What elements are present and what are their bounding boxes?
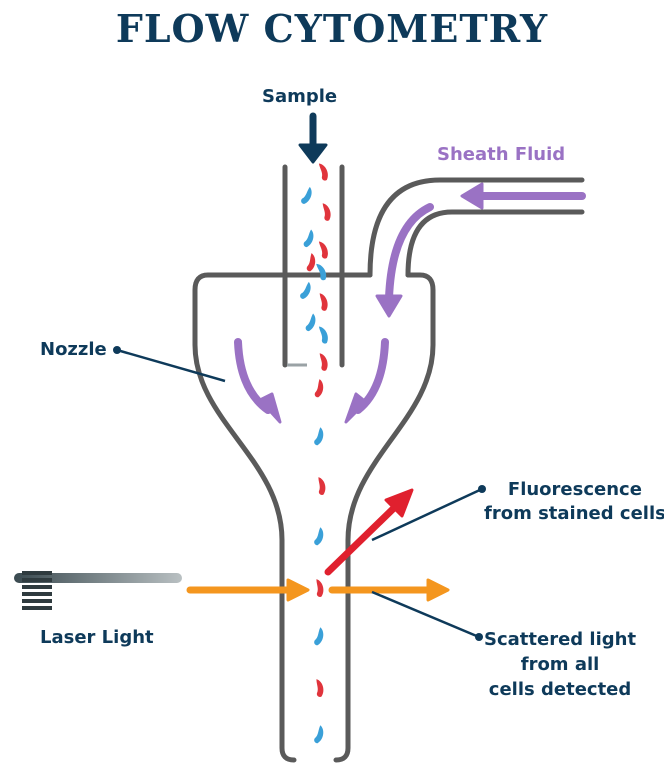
blue-cell bbox=[314, 627, 324, 646]
scattered-light-label-line: cells detected bbox=[488, 679, 632, 700]
red-cell bbox=[318, 163, 328, 181]
scattered-light-label-line: Scattered light bbox=[484, 629, 637, 650]
cell-stream bbox=[300, 163, 331, 744]
red-cell bbox=[319, 353, 328, 371]
scattered-light-callout bbox=[371, 590, 483, 641]
sheath-pipe-outer bbox=[367, 177, 585, 278]
sheath-fluid-label: Sheath Fluid bbox=[437, 144, 566, 165]
sheath-arrow-right bbox=[344, 338, 389, 424]
blue-cell bbox=[314, 725, 324, 744]
laser-beam-arrow bbox=[186, 578, 310, 602]
blue-cell bbox=[301, 186, 312, 205]
nozzle-callout bbox=[113, 346, 226, 383]
blue-cell bbox=[316, 263, 327, 281]
laser-light-label: Laser Light bbox=[40, 627, 154, 648]
red-cell bbox=[322, 203, 331, 221]
nozzle-outline-right bbox=[333, 272, 436, 763]
red-cell bbox=[306, 253, 316, 272]
sheath-arrow-left bbox=[234, 338, 282, 424]
red-cell bbox=[319, 293, 328, 311]
red-cell bbox=[314, 379, 324, 398]
blue-cell bbox=[314, 427, 324, 446]
laser-emitter-icon bbox=[14, 571, 182, 610]
blue-cell bbox=[303, 229, 314, 248]
fluorescence-label: Fluorescence from stained cells bbox=[484, 478, 664, 526]
fluorescence-arrow bbox=[324, 488, 414, 576]
nozzle-label: Nozzle bbox=[40, 339, 107, 360]
blue-cell bbox=[318, 326, 328, 344]
red-cell bbox=[316, 679, 324, 698]
red-cell bbox=[318, 477, 326, 496]
red-cell bbox=[318, 241, 328, 259]
red-cell bbox=[316, 579, 324, 598]
blue-cell bbox=[305, 313, 316, 332]
sample-arrow-icon bbox=[298, 112, 328, 164]
scattered-light-label-line: from all bbox=[520, 654, 600, 675]
blue-cell bbox=[314, 527, 324, 546]
scattered-light-arrow bbox=[328, 578, 450, 602]
sheath-pipe-inner bbox=[405, 209, 585, 278]
fluorescence-label-line: Fluorescence bbox=[507, 479, 642, 500]
page-title: FLOW CYTOMETRY bbox=[115, 6, 549, 51]
sample-label: Sample bbox=[262, 86, 338, 107]
fluorescence-callout bbox=[371, 485, 486, 542]
scattered-light-label: Scattered light from all cells detected bbox=[484, 627, 636, 702]
sheath-arrow-curve bbox=[375, 203, 434, 318]
sheath-arrow-inlet bbox=[460, 182, 586, 210]
fluorescence-label-line: from stained cells bbox=[484, 503, 664, 524]
nozzle-outline-left bbox=[192, 272, 373, 763]
blue-cell bbox=[300, 281, 311, 300]
